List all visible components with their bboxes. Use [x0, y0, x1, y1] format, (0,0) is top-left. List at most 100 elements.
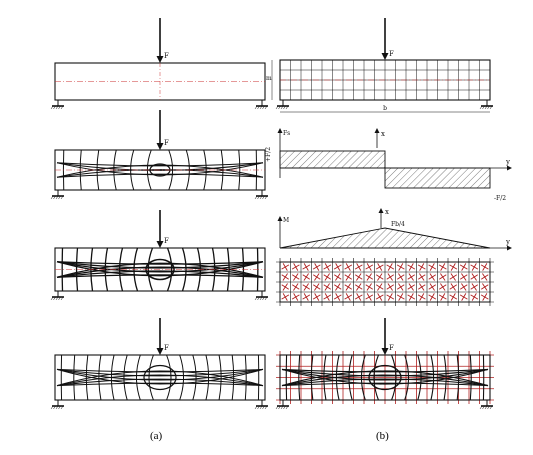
principal-stress-mark [324, 283, 330, 291]
support-hatch [278, 405, 281, 410]
stress-trajectory-orthogonal [335, 354, 340, 401]
stress-trajectory-lower [56, 261, 264, 277]
panel-b-mesh-beam: Fmb [266, 18, 493, 113]
stress-trajectory-orthogonal [469, 354, 472, 401]
shear-positive-value: +F/2 [265, 147, 272, 162]
principal-stress-mark [291, 294, 300, 300]
principal-stress-mark [461, 273, 467, 281]
principal-stress-mark [408, 283, 414, 291]
principal-stress-mark [419, 273, 425, 281]
stress-trajectory-lower [56, 261, 264, 269]
principal-stress-mark [440, 283, 446, 291]
principal-stress-mark [281, 294, 290, 300]
shear-axis-label: Fs [283, 130, 290, 137]
force-arrow-head [156, 348, 164, 355]
support-hatch [53, 405, 56, 410]
support-hatch [60, 105, 64, 110]
stress-trajectory-upper [56, 374, 264, 387]
support-hatch [257, 105, 260, 110]
principal-stress-mark [335, 273, 341, 281]
support-hatch [257, 296, 260, 301]
stress-trajectory-lower [56, 162, 264, 171]
support-hatch [60, 296, 64, 301]
principal-stress-mark [354, 294, 363, 300]
principal-stress-mark [470, 264, 479, 270]
principal-stress-mark [459, 294, 468, 300]
principal-stress-mark [314, 283, 320, 291]
principal-stress-mark [333, 264, 342, 270]
stress-trajectory-lower [56, 162, 264, 176]
support-hatch [53, 296, 56, 301]
principal-stress-mark [428, 294, 437, 300]
principal-stress-mark [482, 273, 488, 281]
panel-a-caption: (a) [150, 430, 163, 442]
principal-stress-mark [438, 294, 447, 300]
stress-trajectory-orthogonal [231, 354, 235, 401]
support-hatch [254, 405, 258, 410]
principal-stress-mark [408, 273, 414, 281]
support-hatch [254, 105, 258, 110]
stress-trajectory-orthogonal [323, 354, 327, 401]
stress-trajectory-upper [56, 173, 264, 178]
principal-stress-mark [324, 273, 330, 281]
stress-trajectory-upper [56, 382, 264, 387]
force-arrow-head [156, 143, 164, 150]
principal-stress-mark [407, 264, 416, 270]
force-label: F [164, 52, 169, 60]
stress-trajectory-orthogonal [179, 354, 185, 401]
stress-trajectory-upper [281, 370, 489, 387]
support-hatch [283, 405, 286, 410]
support-hatch [264, 296, 268, 301]
support-hatch [254, 296, 258, 301]
stress-trajectory-orthogonal [85, 354, 89, 401]
support-hatch [55, 296, 59, 301]
support-hatch [259, 195, 263, 200]
stress-trajectory-orthogonal [203, 149, 207, 191]
stress-trajectory-upper [56, 266, 264, 278]
stress-trajectory-orthogonal [404, 354, 410, 401]
principal-stress-mark [377, 283, 383, 291]
principal-stress-mark [407, 294, 416, 300]
support-hatch [285, 405, 289, 410]
moment-x-label: x [385, 208, 389, 216]
support-hatch [280, 405, 284, 410]
support-hatch [53, 105, 56, 110]
stress-trajectory-upper [281, 374, 489, 387]
support-hatch [482, 105, 485, 110]
shear-y-label: y [505, 158, 510, 166]
stress-trajectory-upper [56, 270, 264, 278]
stress-trajectory-orthogonal [110, 354, 115, 401]
moment-y-label: y [505, 238, 510, 246]
stress-trajectory-upper [56, 262, 264, 278]
principal-stress-mark [356, 283, 362, 291]
force-label: F [389, 50, 394, 58]
principal-stress-mark [438, 264, 447, 270]
principal-stress-mark [366, 273, 372, 281]
support-hatch [58, 405, 61, 410]
stress-trajectory-orthogonal [98, 354, 102, 401]
support-hatch [55, 405, 59, 410]
principal-stress-mark [303, 273, 309, 281]
principal-stress-mark [449, 264, 458, 270]
principal-stress-mark [312, 294, 321, 300]
support-hatch [275, 405, 279, 410]
principal-stress-mark [366, 283, 372, 291]
principal-stress-mark [302, 264, 311, 270]
principal-stress-mark [387, 273, 393, 281]
support-hatch [487, 105, 490, 110]
principal-stress-mark [440, 273, 446, 281]
support-hatch [50, 405, 54, 410]
stress-trajectory-orthogonal [391, 354, 397, 401]
support-hatch [50, 296, 54, 301]
stress-trajectory-lower [56, 368, 264, 373]
stress-trajectory-upper [56, 378, 264, 387]
principal-stress-mark [450, 273, 456, 281]
support-hatch [484, 405, 488, 410]
support-hatch [262, 296, 265, 301]
principal-stress-mark [282, 283, 288, 291]
stress-trajectory-orthogonal [130, 149, 135, 191]
principal-stress-mark [293, 273, 299, 281]
shear-positive-block [279, 150, 386, 169]
principal-stress-mark [459, 264, 468, 270]
